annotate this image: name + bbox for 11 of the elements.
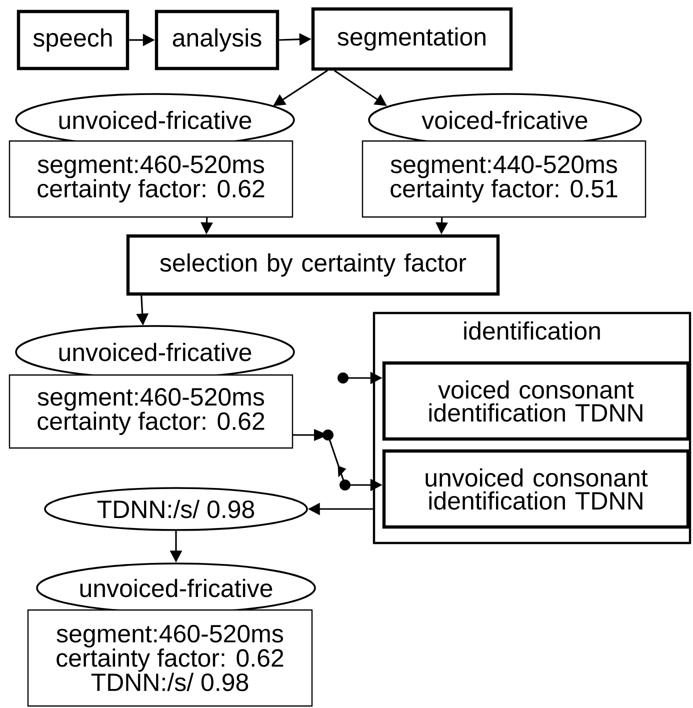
process-box: segment:440-520ms certainty factor: 0.51 [362,140,646,218]
process-box: voiced consonant identification TDNN [382,361,690,441]
process-box: segment:460-520ms certainty factor: 0.62 [8,140,294,218]
process-box: segment:460-520ms certainty factor: 0.62 TDNN:/s/ 0.98 [27,609,313,707]
process-box: unvoiced consonant identification TDNN [382,449,690,529]
process-box: selection by certainty factor [126,234,500,296]
process-box: segment:460-520ms certainty factor: 0.62 [8,374,294,449]
process-box: speech [16,10,130,70]
oval-node: TDNN:/s/ 0.98 [44,487,308,531]
process-box: segmentation [311,7,513,71]
process-box: analysis [154,10,280,70]
